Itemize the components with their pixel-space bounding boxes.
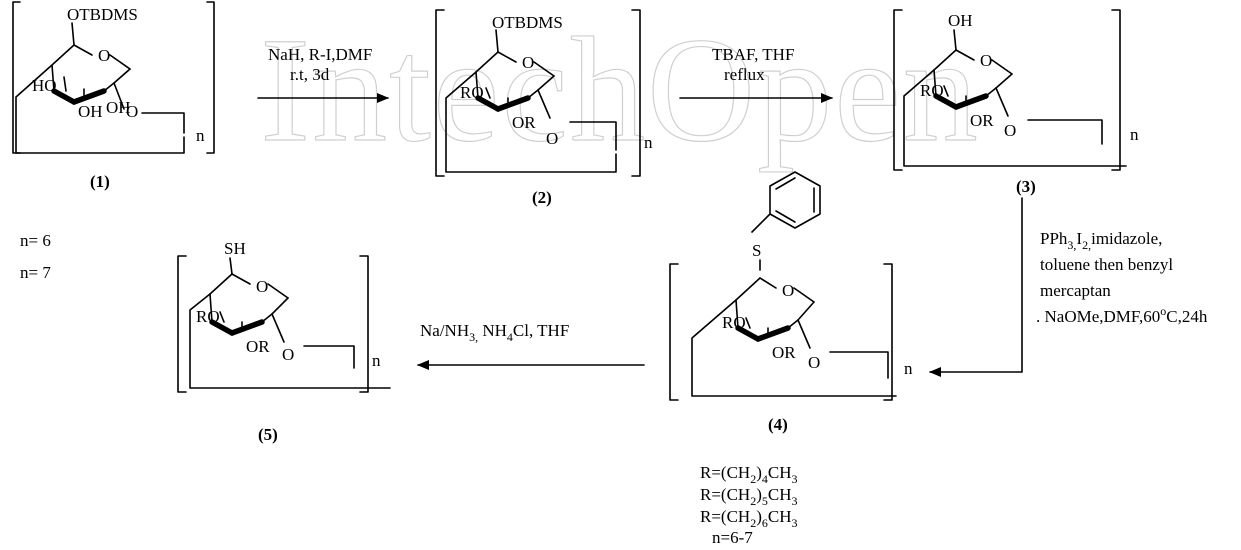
compound-3: OH O RO OR O n [893, 9, 1139, 171]
step2-conditions: reflux [724, 65, 765, 84]
c2-or2: OR [512, 113, 536, 132]
c2-substituent: OTBDMS [492, 13, 563, 32]
c2-link-oxygen: O [546, 129, 558, 148]
c5-substituent: SH [224, 239, 246, 258]
c3-or2: OR [970, 111, 994, 130]
c1-number: (1) [90, 172, 110, 191]
c3-n: n [1130, 125, 1139, 144]
c4-link-oxygen: O [808, 353, 820, 372]
r-group-2: R=(CH2)5CH3 [700, 485, 798, 508]
step4-reagents: Na/NH3, NH4Cl, THF [420, 321, 569, 344]
c4-ring-oxygen: O [782, 281, 794, 300]
c1-link-oxygen: O [126, 102, 138, 121]
c4-thioether-s: S [752, 241, 761, 260]
svg-text:toluene then benzyl: toluene then benzyl [1040, 255, 1173, 274]
c5-or2: OR [246, 337, 270, 356]
compound-5: SH O RO OR O n [177, 239, 391, 393]
c2-n: n [644, 133, 653, 152]
c1-ring-oxygen: O [98, 46, 110, 65]
c2-ring-oxygen: O [522, 53, 534, 72]
c4-n: n [904, 359, 913, 378]
n-range: n=6-7 [712, 528, 753, 547]
c1-ho3: HO [32, 76, 57, 95]
c1-substituent: OTBDMS [67, 5, 138, 24]
c3-link-oxygen: O [1004, 121, 1016, 140]
n-value-7: n= 7 [20, 263, 51, 282]
compound-1: OTBDMS O HO OH OH O n [12, 1, 215, 154]
step3-conditions: PPh3,I2,imidazole, toluene then benzyl m… [1036, 229, 1208, 326]
watermark: IntechOpen [260, 7, 980, 173]
c3-number: (3) [1016, 177, 1036, 196]
c4-number: (4) [768, 415, 788, 434]
n-value-6: n= 6 [20, 231, 51, 250]
compound-2: OTBDMS O RO OR O n [435, 9, 653, 177]
c4-or2: OR [772, 343, 796, 362]
step2-reagents: TBAF, THF [712, 45, 794, 64]
c3-ring-oxygen: O [980, 51, 992, 70]
step1-reagents: NaH, R-I,DMF [268, 45, 372, 64]
c5-ring-oxygen: O [256, 277, 268, 296]
arrow-step-3 [929, 197, 1023, 377]
r-group-1: R=(CH2)4CH3 [700, 463, 798, 486]
c3-substituent: OH [948, 11, 973, 30]
r-group-3: R=(CH2)6CH3 [700, 507, 798, 530]
c4-ro3: RO [722, 313, 746, 332]
c1-n: n [196, 126, 205, 145]
r-group-list: R=(CH2)4CH3 R=(CH2)5CH3 R=(CH2)6CH3 n=6-… [700, 463, 798, 547]
c1-oh2: OH [78, 102, 103, 121]
c5-link-oxygen: O [282, 345, 294, 364]
c2-number: (2) [532, 188, 552, 207]
c5-ro3: RO [196, 307, 220, 326]
c3-ro3: RO [920, 81, 944, 100]
step1-conditions: r.t, 3d [290, 65, 330, 84]
svg-text:PPh3,I2,imidazole,: PPh3,I2,imidazole, [1040, 229, 1162, 252]
svg-text:. NaOMe,DMF,60oC,24h: . NaOMe,DMF,60oC,24h [1036, 304, 1208, 326]
compound-4: S O RO OR O n [669, 171, 913, 401]
c2-ro3: RO [460, 83, 484, 102]
c5-n: n [372, 351, 381, 370]
bracket-right [206, 1, 215, 154]
c1-oh1: OH [106, 98, 131, 117]
c5-number: (5) [258, 425, 278, 444]
svg-text:mercaptan: mercaptan [1040, 281, 1111, 300]
